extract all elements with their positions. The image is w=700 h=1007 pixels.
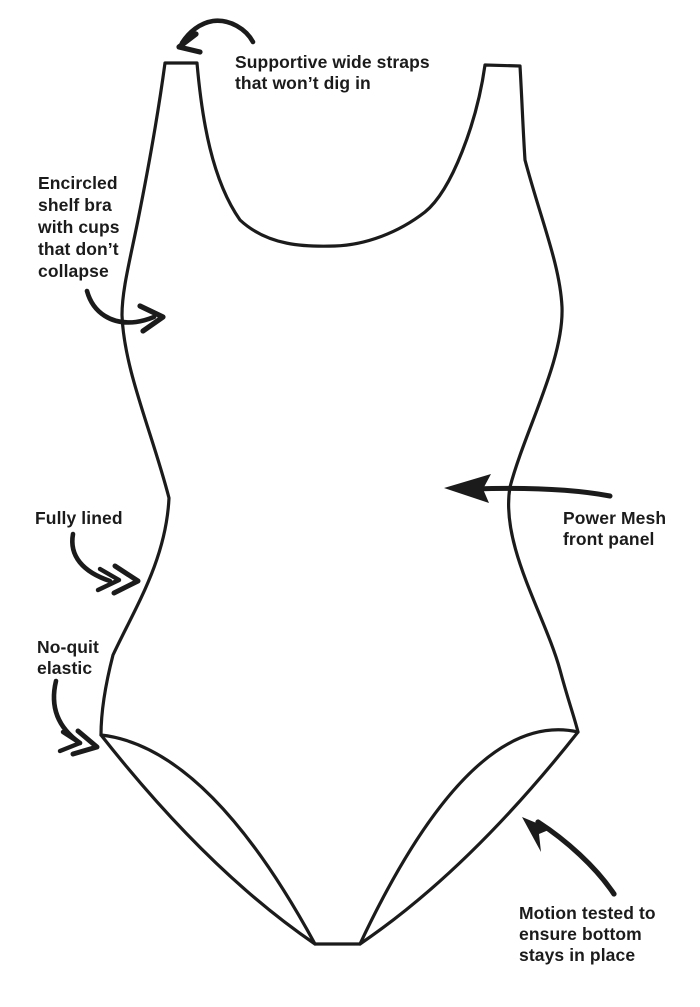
label-motion-tested: Motion tested to ensure bottom stays in … — [519, 903, 656, 965]
elastic-arrow-head-inner — [57, 729, 83, 754]
swimsuit-body-outline — [99, 61, 580, 946]
power-mesh-arrow-head — [444, 474, 491, 503]
fully-lined-arrow-shaft — [70, 531, 113, 584]
label-power-mesh: Power Mesh front panel — [563, 508, 667, 549]
swimsuit-outline — [99, 61, 580, 946]
label-shelf-bra: Encircled shelf bra with cups that don’t… — [38, 173, 120, 281]
fully-lined-arrow — [70, 531, 141, 596]
annotation-arrows — [51, 18, 617, 897]
shelf-bra-arrow-head — [137, 303, 166, 334]
motion-arrow-shaft — [535, 819, 617, 897]
label-fully-lined: Fully lined — [35, 508, 123, 528]
label-supportive-straps: Supportive wide straps that won’t dig in — [235, 52, 430, 93]
right-leg-opening-seam — [358, 728, 580, 946]
elastic-arrow — [51, 678, 100, 757]
motion-arrow — [522, 817, 617, 897]
shelf-bra-arrow-shaft — [84, 288, 157, 325]
straps-arrow — [176, 18, 256, 55]
left-leg-opening-seam — [99, 733, 317, 946]
label-no-quit-elastic: No-quit elastic — [37, 637, 99, 678]
elastic-arrow-head — [70, 728, 100, 757]
shelf-bra-arrow — [84, 288, 166, 334]
fully-lined-arrow-head — [111, 563, 141, 596]
straps-arrow-shaft — [179, 18, 256, 46]
motion-arrow-head — [522, 817, 551, 852]
fully-lined-arrow-head-inner — [95, 566, 122, 593]
power-mesh-arrow — [444, 474, 613, 503]
straps-arrow-head — [176, 31, 203, 55]
power-mesh-arrow-shaft — [471, 485, 613, 499]
